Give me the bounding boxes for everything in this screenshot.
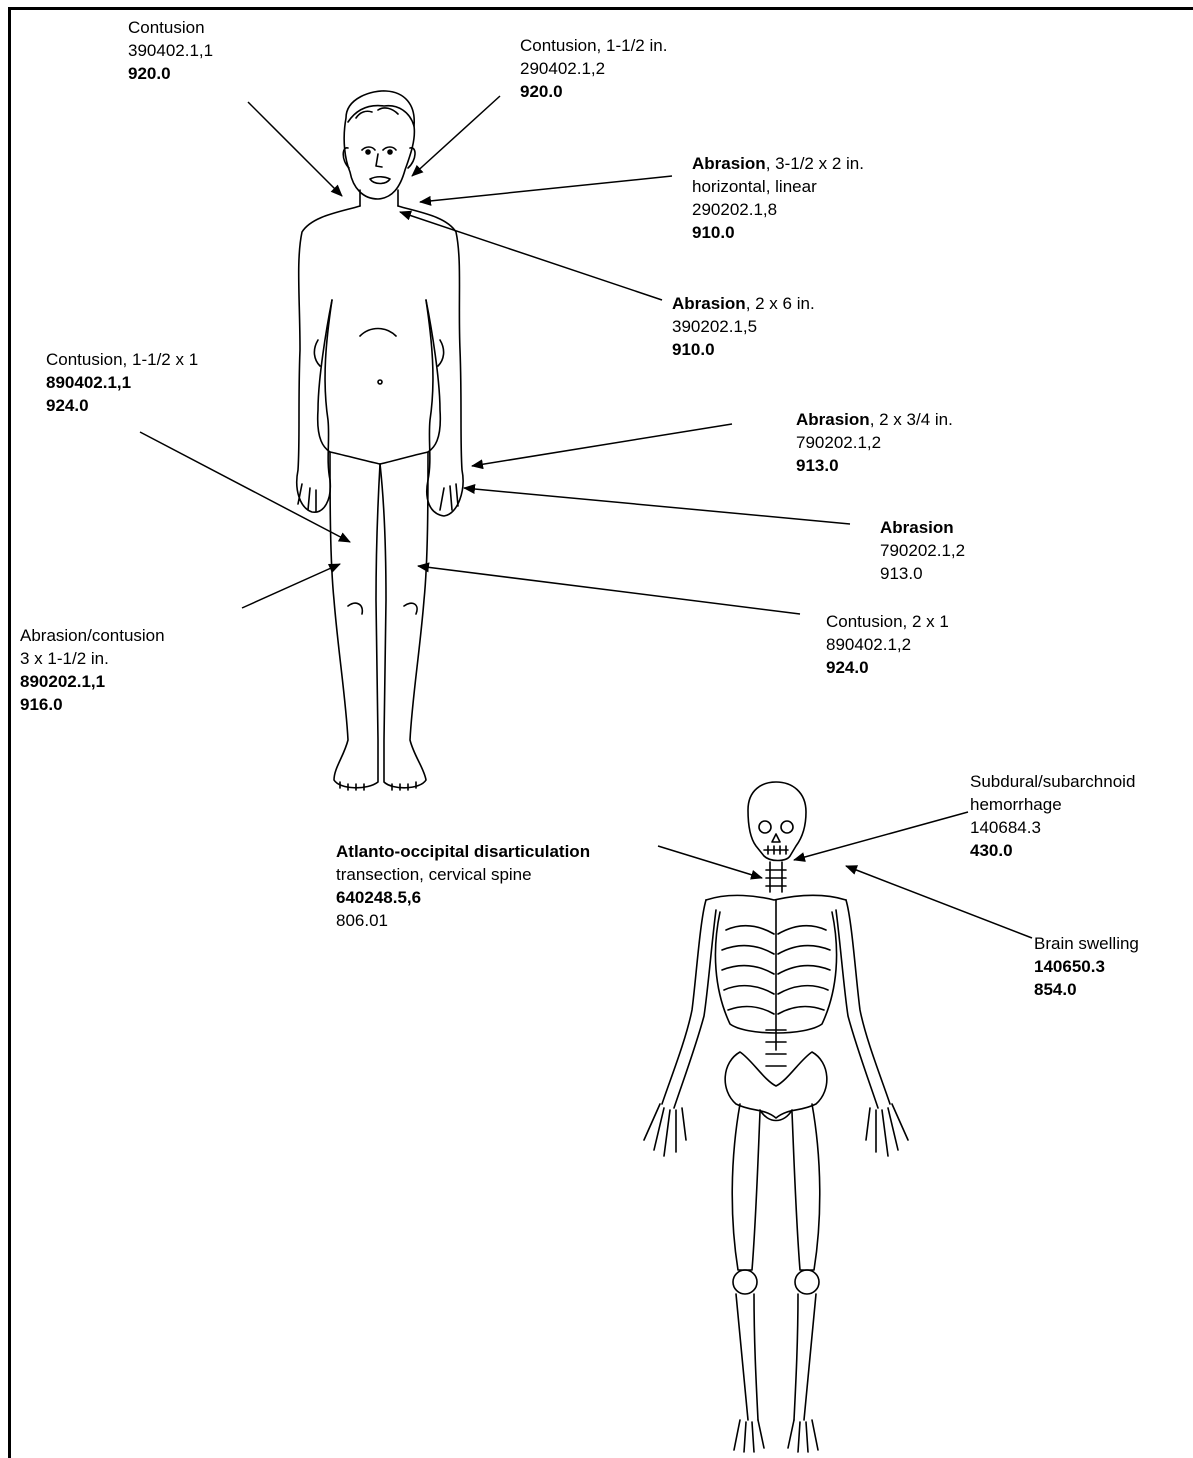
- arrow-abrasion-chest: [400, 212, 662, 300]
- label-abrasion-wrist: Abrasion, 2 x 3/4 in. 790202.1,2 913.0: [796, 408, 953, 477]
- label-brain-swelling: Brain swelling 140650.3 854.0: [1034, 932, 1139, 1001]
- label-subdural: Subdural/subarchnoid hemorrhage 140684.3…: [970, 770, 1135, 862]
- arrow-contusion-thigh-right: [418, 566, 800, 614]
- arrow-atlanto: [658, 846, 762, 878]
- label-contusion-thigh-right: Contusion, 2 x 1 890402.1,2 924.0: [826, 610, 949, 679]
- arrow-contusion-thigh-left: [140, 432, 350, 542]
- arrow-contusion-head: [248, 102, 342, 196]
- child-figure: [297, 91, 463, 790]
- label-abrasion-contusion-thigh: Abrasion/contusion 3 x 1-1/2 in. 890202.…: [20, 624, 165, 716]
- arrow-brain-swelling: [846, 866, 1032, 938]
- skeleton-figure: [644, 782, 908, 1452]
- arrow-abrasion-contusion-thigh: [242, 564, 340, 608]
- label-abrasion-hand: Abrasion 790202.1,2 913.0: [880, 516, 965, 585]
- label-contusion-neck: Contusion, 1-1/2 in. 290402.1,2 920.0: [520, 34, 667, 103]
- label-abrasion-chest: Abrasion, 2 x 6 in. 390202.1,5 910.0: [672, 292, 815, 361]
- label-abrasion-neck: Abrasion, 3-1/2 x 2 in. horizontal, line…: [692, 152, 864, 244]
- arrow-abrasion-neck: [420, 176, 672, 202]
- arrow-contusion-neck: [412, 96, 500, 176]
- arrow-subdural: [794, 812, 968, 860]
- label-contusion-head: Contusion 390402.1,1 920.0: [128, 16, 213, 85]
- arrow-abrasion-wrist: [472, 424, 732, 466]
- label-atlanto: Atlanto-occipital disarticulation transe…: [336, 840, 590, 932]
- arrow-abrasion-hand: [464, 488, 850, 524]
- label-contusion-thigh-left: Contusion, 1-1/2 x 1 890402.1,1 924.0: [46, 348, 198, 417]
